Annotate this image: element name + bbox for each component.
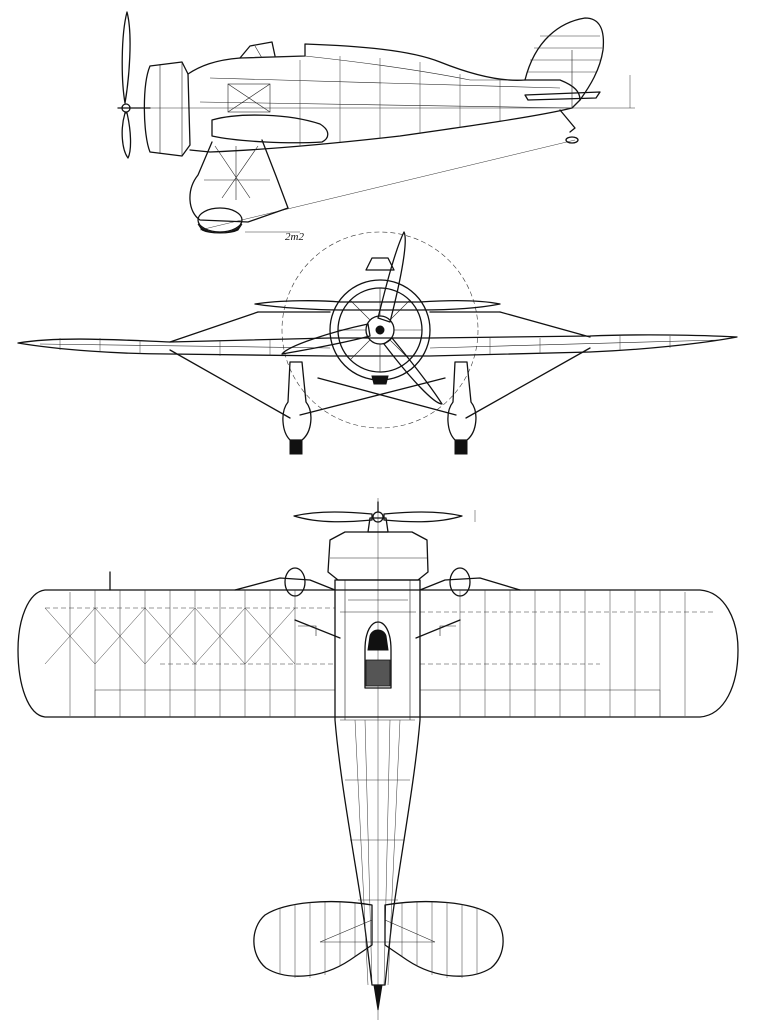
front-propeller-disc	[281, 231, 479, 429]
top-view	[17, 498, 739, 1020]
top-propeller	[293, 501, 476, 523]
front-tailplane	[254, 300, 501, 311]
top-fuselage	[334, 579, 421, 986]
side-dimension-note: 2m2	[285, 231, 304, 243]
side-fuselage	[187, 43, 581, 153]
side-tail-fin	[524, 17, 605, 144]
front-wing	[17, 334, 738, 357]
top-gear-struts	[294, 619, 461, 639]
side-ground-line	[199, 139, 576, 231]
top-tailplane	[253, 900, 504, 1011]
top-wing	[17, 571, 739, 718]
side-cockpit	[227, 41, 276, 113]
front-view	[17, 231, 738, 455]
top-wing-roots	[234, 567, 521, 597]
front-cabane-struts	[169, 311, 591, 343]
top-cowling	[327, 517, 429, 581]
side-landing-gear	[189, 139, 300, 234]
side-engine-cowling	[143, 61, 191, 157]
front-landing-gear	[169, 347, 591, 455]
front-propeller	[281, 231, 443, 405]
side-view: 2m2	[117, 11, 635, 243]
front-engine	[329, 257, 431, 385]
side-wing	[211, 114, 329, 144]
